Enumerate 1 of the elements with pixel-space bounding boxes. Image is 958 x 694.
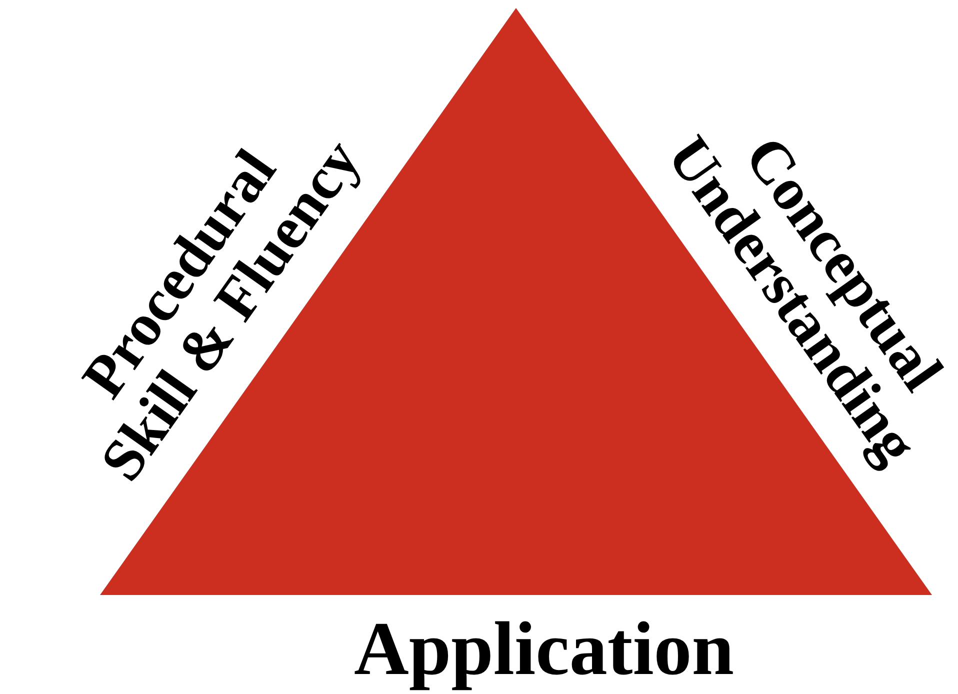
base-label: Application <box>354 610 734 690</box>
